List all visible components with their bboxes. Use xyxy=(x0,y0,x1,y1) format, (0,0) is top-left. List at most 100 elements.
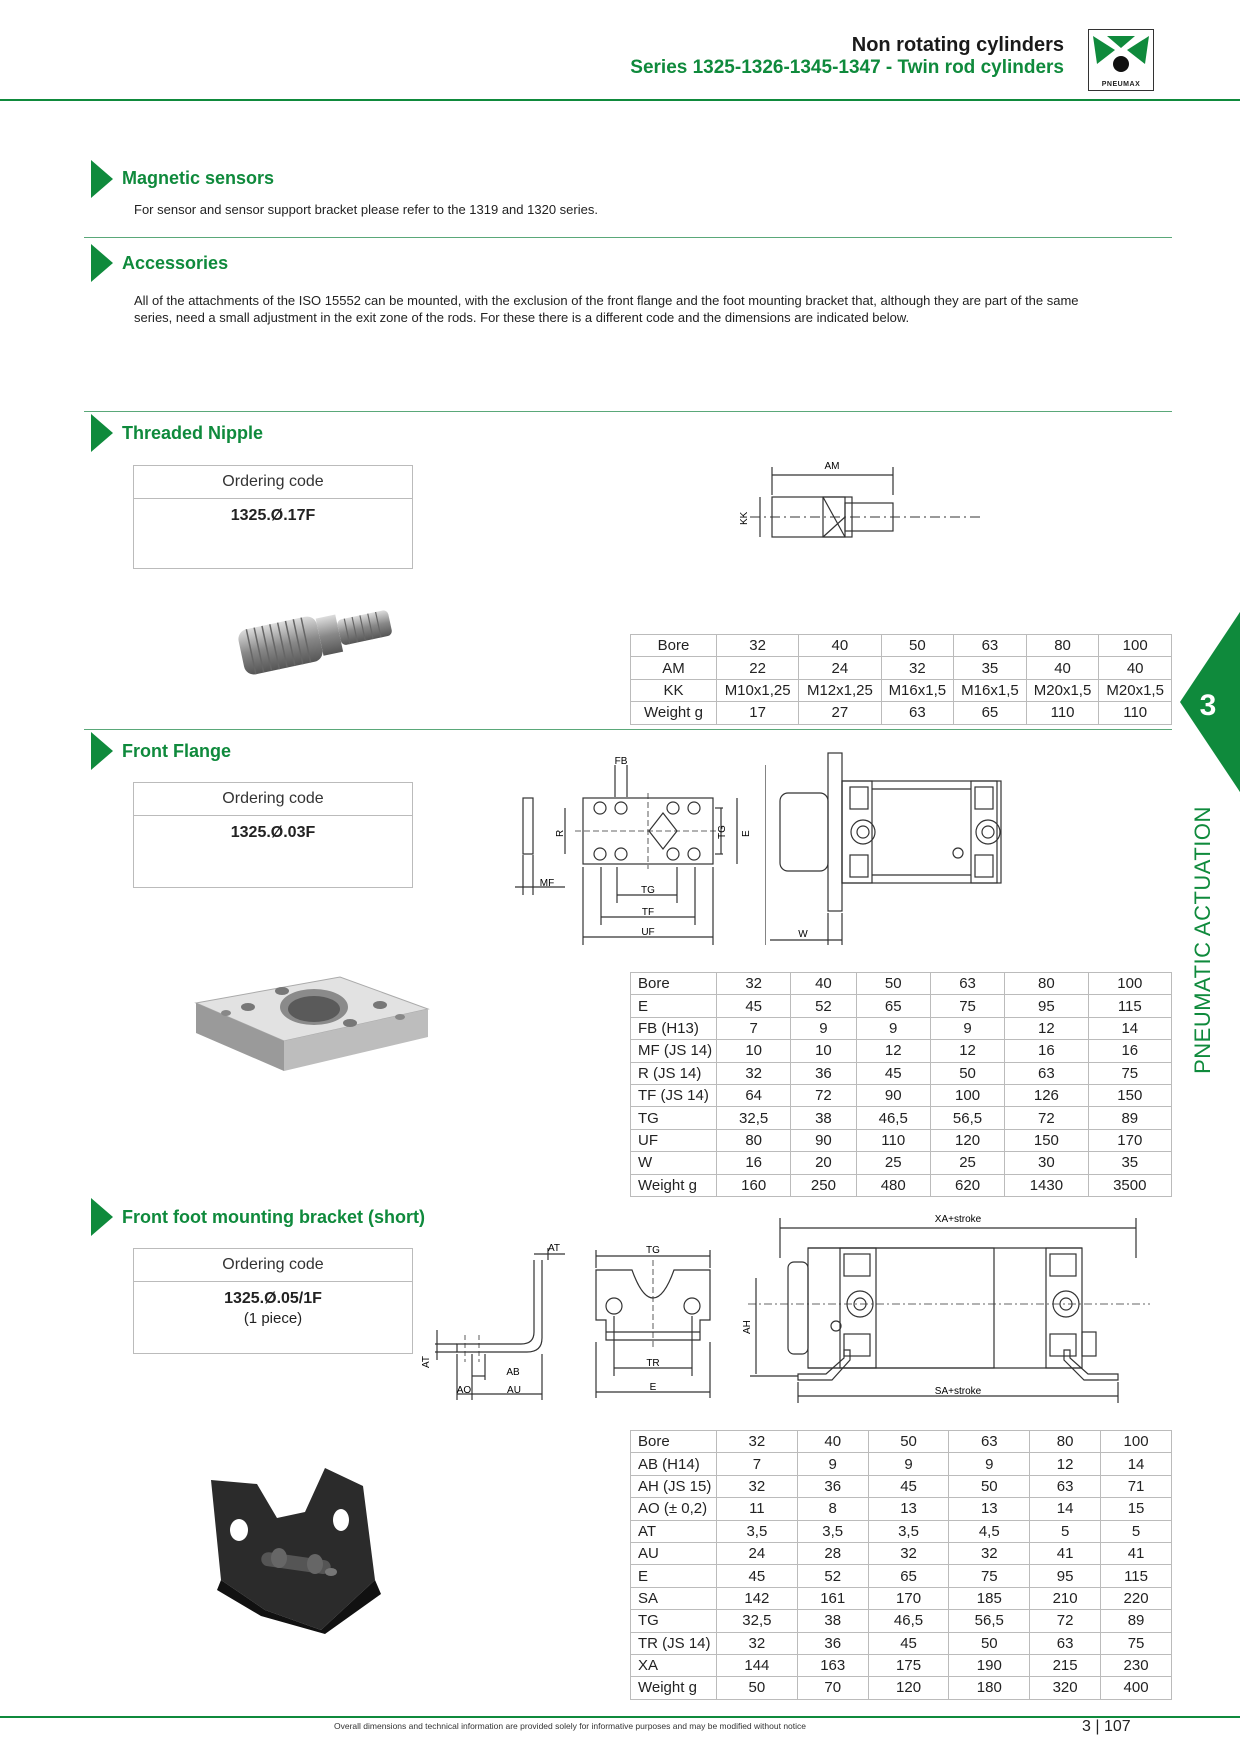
table-cell: 10 xyxy=(715,1039,792,1063)
dim-at-label: AT xyxy=(548,1243,560,1254)
foot-side-drawing: AT AT AB AO AU xyxy=(421,1243,565,1400)
table-cell: 50 xyxy=(716,1676,798,1700)
table-cell: 400 xyxy=(1100,1676,1172,1700)
row-label: AU xyxy=(630,1541,717,1566)
table-cell: 110 xyxy=(855,1128,931,1153)
table-cell: 100 xyxy=(1087,971,1173,996)
table-cell: 90 xyxy=(790,1128,857,1153)
table-cell: 100 xyxy=(1100,1429,1172,1454)
foot-photo xyxy=(211,1468,381,1634)
header-divider xyxy=(0,99,1240,101)
table-cell: 63 xyxy=(1029,1631,1102,1655)
table-cell: 5 xyxy=(1100,1519,1172,1543)
table-cell: 16 xyxy=(1087,1039,1173,1063)
table-cell: 64 xyxy=(715,1083,792,1108)
dim-e-label: E xyxy=(741,830,752,837)
row-label: AH (JS 15) xyxy=(630,1474,717,1499)
row-label: Bore xyxy=(630,1429,717,1454)
table-cell: 95 xyxy=(1029,1564,1102,1588)
table-cell: 32 xyxy=(867,1541,950,1566)
dim-xa-label: XA+stroke xyxy=(935,1214,982,1225)
table-cell: 63 xyxy=(948,1429,1031,1454)
section-divider xyxy=(84,237,1172,238)
table-cell: 27 xyxy=(798,701,882,725)
order-code: 1325.Ø.05/1F xyxy=(224,1290,322,1307)
dim-at2-label: AT xyxy=(421,1356,432,1368)
row-label: E xyxy=(630,1564,717,1588)
table-cell: 170 xyxy=(1087,1128,1173,1153)
table-cell: 32 xyxy=(716,1429,798,1454)
dim-e-label: E xyxy=(650,1382,657,1393)
table-cell: 320 xyxy=(1029,1676,1102,1700)
order-note: (1 piece) xyxy=(243,1310,303,1327)
table-cell: 115 xyxy=(1100,1564,1172,1588)
magnetic-title: Magnetic sensors xyxy=(122,168,275,188)
flange-photo xyxy=(194,976,430,1071)
table-cell: 10 xyxy=(790,1039,857,1063)
table-cell: 36 xyxy=(796,1631,869,1655)
table-cell: 41 xyxy=(1100,1541,1172,1566)
table-cell: 100 xyxy=(929,1083,1006,1108)
dim-ab-label: AB xyxy=(506,1367,520,1378)
table-cell: 32 xyxy=(716,1474,798,1499)
row-label: MF (JS 14) xyxy=(630,1039,717,1063)
section-arrow-icon xyxy=(91,414,113,452)
table-cell: 175 xyxy=(867,1653,950,1678)
logo-text: PNEUMAX xyxy=(1101,81,1141,88)
table-cell: 17 xyxy=(715,701,800,725)
row-label: E xyxy=(630,994,717,1018)
dim-ao-label: AO xyxy=(457,1385,472,1396)
table-cell: 75 xyxy=(1087,1061,1173,1085)
table-cell: 72 xyxy=(1004,1106,1089,1130)
table-cell: 126 xyxy=(1004,1083,1089,1108)
table-cell: 161 xyxy=(796,1586,869,1611)
table-cell: 9 xyxy=(855,1016,931,1041)
table-cell: 150 xyxy=(1087,1083,1173,1108)
row-label: SA xyxy=(630,1586,717,1611)
table-cell: 70 xyxy=(796,1676,869,1700)
table-cell: 32 xyxy=(948,1541,1031,1566)
table-cell: 95 xyxy=(1004,994,1089,1018)
dim-am-label: AM xyxy=(825,461,840,472)
table-cell: 28 xyxy=(796,1541,869,1566)
table-cell: 142 xyxy=(716,1586,798,1611)
table-cell: 185 xyxy=(948,1586,1031,1611)
table-cell: 180 xyxy=(948,1676,1031,1700)
table-cell: 9 xyxy=(929,1016,1006,1041)
section-arrow-icon xyxy=(91,732,113,770)
table-cell: 3,5 xyxy=(867,1519,950,1543)
dim-w-label: W xyxy=(798,929,808,940)
foot-title: Front foot mounting bracket (short) xyxy=(122,1207,425,1227)
table-cell: 40 xyxy=(796,1429,869,1454)
table-cell: 65 xyxy=(867,1564,950,1588)
nipple-title: Threaded Nipple xyxy=(122,423,264,443)
table-cell: 9 xyxy=(867,1452,950,1476)
table-cell: 50 xyxy=(867,1429,950,1454)
dim-r-label: R xyxy=(555,830,566,837)
dim-tg-label: TG xyxy=(646,1245,660,1256)
table-cell: M20x1,5 xyxy=(1098,678,1172,703)
table-cell: 50 xyxy=(855,971,931,996)
section-arrow-icon xyxy=(91,244,113,282)
table-cell: 7 xyxy=(715,1016,792,1041)
table-cell: 13 xyxy=(948,1497,1031,1521)
dim-tf-label: TF xyxy=(642,907,654,918)
table-cell: 40 xyxy=(798,633,882,658)
row-label: KK xyxy=(630,678,717,703)
table-cell: 50 xyxy=(880,633,955,658)
table-cell: 16 xyxy=(715,1151,792,1175)
table-cell: 38 xyxy=(796,1609,869,1633)
table-cell: 30 xyxy=(1004,1151,1089,1175)
order-label: Ordering code xyxy=(134,783,412,816)
table-cell: 63 xyxy=(953,633,1027,658)
